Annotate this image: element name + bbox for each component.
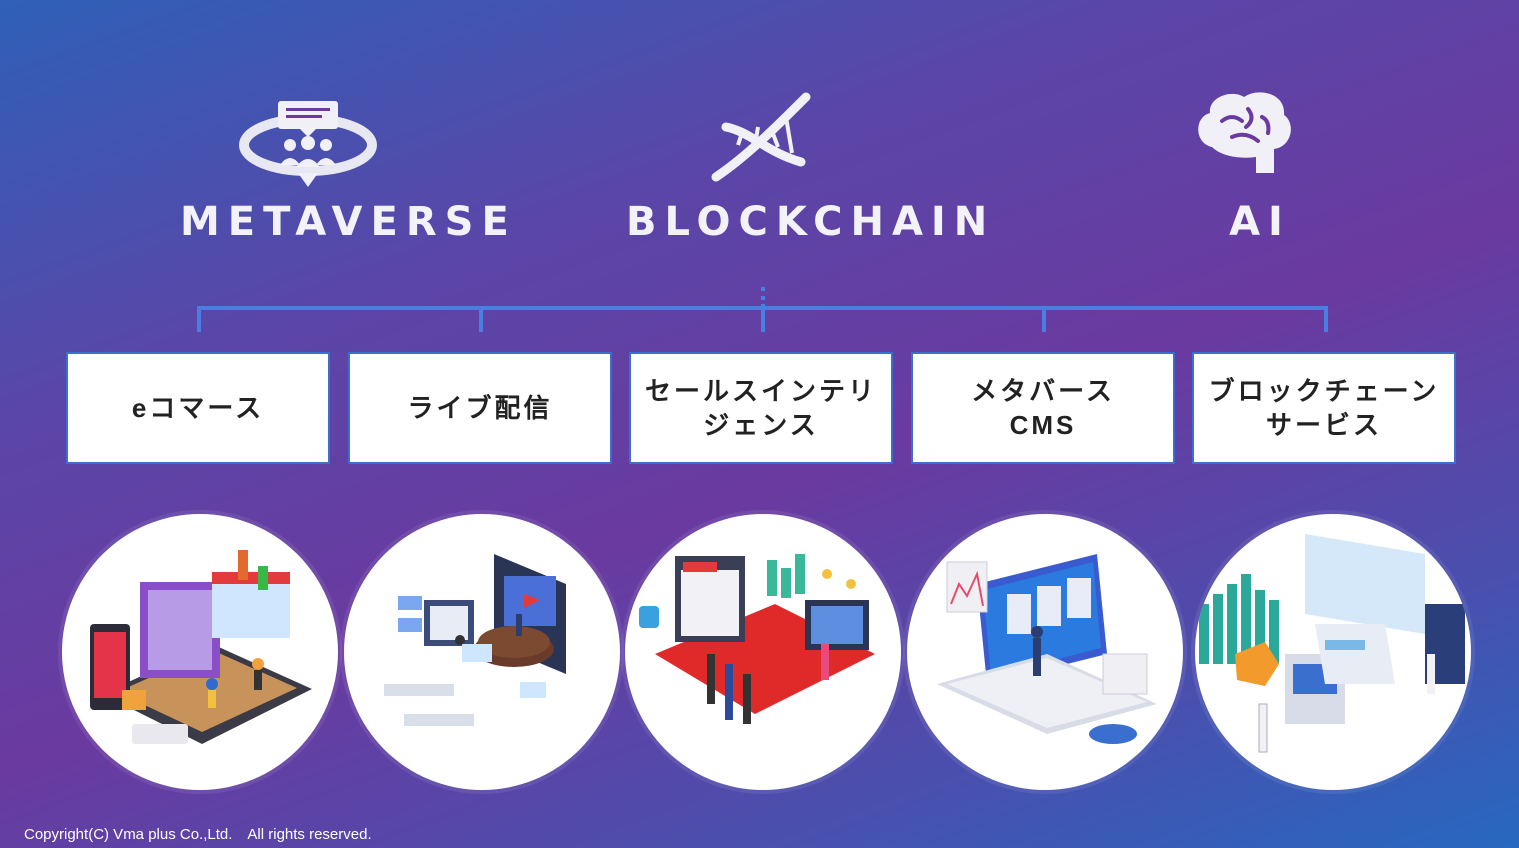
pillar-title: AI [1229, 199, 1291, 245]
service-box-live-streaming: ライブ配信 [348, 352, 612, 464]
brain-icon [1198, 92, 1291, 173]
metaverse-people-ring-icon [239, 101, 377, 187]
laptop-cms-illustration [907, 514, 1183, 790]
copyright-footer: Copyright(C) Vma plus Co.,Ltd. All right… [24, 826, 372, 843]
service-box-blockchain-service: ブロックチェーン サービス [1192, 352, 1456, 464]
dna-helix-icon [711, 92, 811, 182]
red-carpet-press-illustration [625, 514, 901, 790]
ecommerce-store-illustration [62, 514, 338, 790]
connector-lines [197, 287, 1328, 332]
service-box-metaverse-cms: メタバース CMS [911, 352, 1175, 464]
live-streaming-illustration [344, 514, 620, 790]
service-box-ecommerce: eコマース [66, 352, 330, 464]
service-box-sales-intelligence: セールスインテリ ジェンス [629, 352, 893, 464]
medical-data-illustration [1195, 514, 1471, 790]
pillar-ai: AI [1160, 85, 1360, 245]
